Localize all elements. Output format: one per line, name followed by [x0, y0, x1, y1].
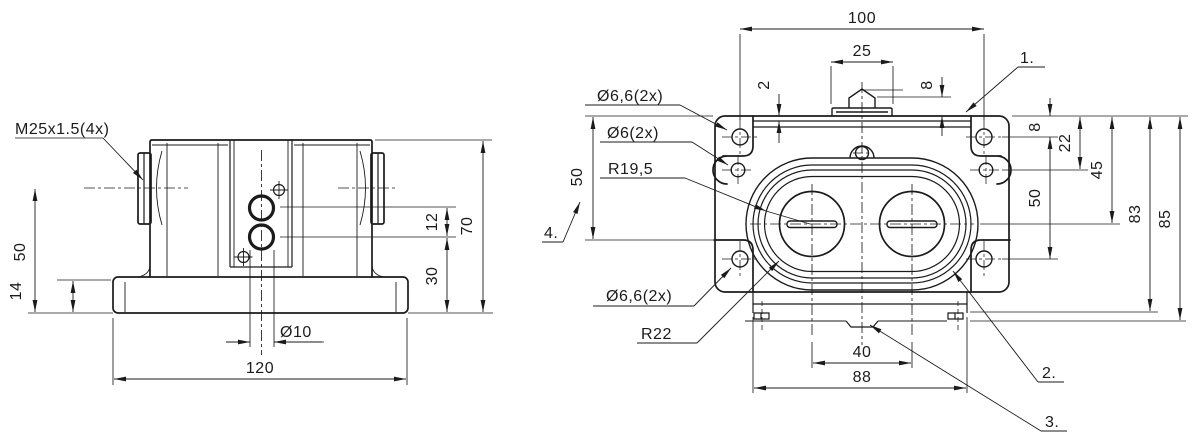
dim-30-label: 30 [424, 267, 441, 286]
dim-88-label: 88 [853, 369, 872, 386]
dim-dia10-label: Ø10 [280, 324, 312, 341]
dim-2-label: 2 [756, 80, 773, 89]
dim-8-right-label: 8 [1027, 122, 1044, 131]
top-extension-lines [585, 34, 1188, 393]
dim-14-label: 14 [8, 282, 25, 301]
item-1-label: 1. [1020, 50, 1034, 67]
thread-leader [102, 137, 144, 181]
dim-50-right-label: 50 [1027, 189, 1044, 208]
dim-22-label: 22 [1057, 134, 1074, 153]
dim-70-label: 70 [459, 217, 476, 236]
item-4-label: 4. [544, 225, 558, 242]
dia6-label: Ø6(2x) [607, 125, 659, 142]
leader-r22 [696, 260, 780, 344]
dim-83-label: 83 [1127, 205, 1144, 224]
label-underlines [542, 66, 1067, 432]
bottom-structure [752, 292, 968, 328]
center-channel [143, 140, 379, 268]
dim-100-label: 100 [848, 10, 876, 27]
leader-item-3 [869, 324, 1042, 432]
r195-label: R19,5 [608, 161, 653, 178]
dim-40-label: 40 [853, 344, 872, 361]
dim-120-label: 120 [246, 360, 274, 377]
top-view: 100 25 2 8 1. Ø6,6(2x) Ø6(2x) R19,5 50 4… [542, 10, 1188, 432]
base-flange [112, 276, 409, 314]
front-centerlines [84, 150, 398, 355]
leader-dia66-bottom [693, 267, 732, 307]
r22-label: R22 [641, 326, 672, 343]
leader-item-1 [965, 66, 1019, 113]
dia66-bottom-label: Ø6,6(2x) [606, 288, 672, 305]
dim-45-label: 45 [1089, 161, 1106, 180]
dim-50-left-label: 50 [569, 168, 586, 187]
leader-item-4 [562, 201, 581, 243]
corner-tabs [712, 115, 1012, 293]
dia66-top-label: Ø6,6(2x) [597, 88, 663, 105]
leader-dia6 [691, 141, 729, 166]
dim-8-plunger-label: 8 [919, 80, 936, 89]
front-extension-lines [15, 137, 493, 385]
item-3-label: 3. [1045, 414, 1059, 431]
screw-hole-crosshairs [234, 181, 288, 266]
dim-85-label: 85 [1157, 210, 1174, 229]
dim-50-label: 50 [12, 243, 29, 262]
dim-25-label: 25 [853, 43, 872, 60]
housing-body [149, 139, 373, 278]
thread-callout: M25x1.5(4x) [15, 121, 109, 138]
front-view: M25x1.5(4x) 50 14 12 30 70 Ø10 120 [8, 121, 493, 385]
top-centerlines [750, 82, 974, 345]
hole-crosshairs [722, 119, 1002, 277]
gasket-contour-2 [752, 164, 972, 284]
item-2-label: 2. [1042, 365, 1056, 382]
leader-item-2 [952, 270, 1039, 383]
dim-12-label: 12 [424, 213, 441, 232]
leader-r195 [684, 177, 767, 212]
snap-tab-centerlines [761, 301, 959, 330]
leader-dia66-top [679, 104, 728, 131]
